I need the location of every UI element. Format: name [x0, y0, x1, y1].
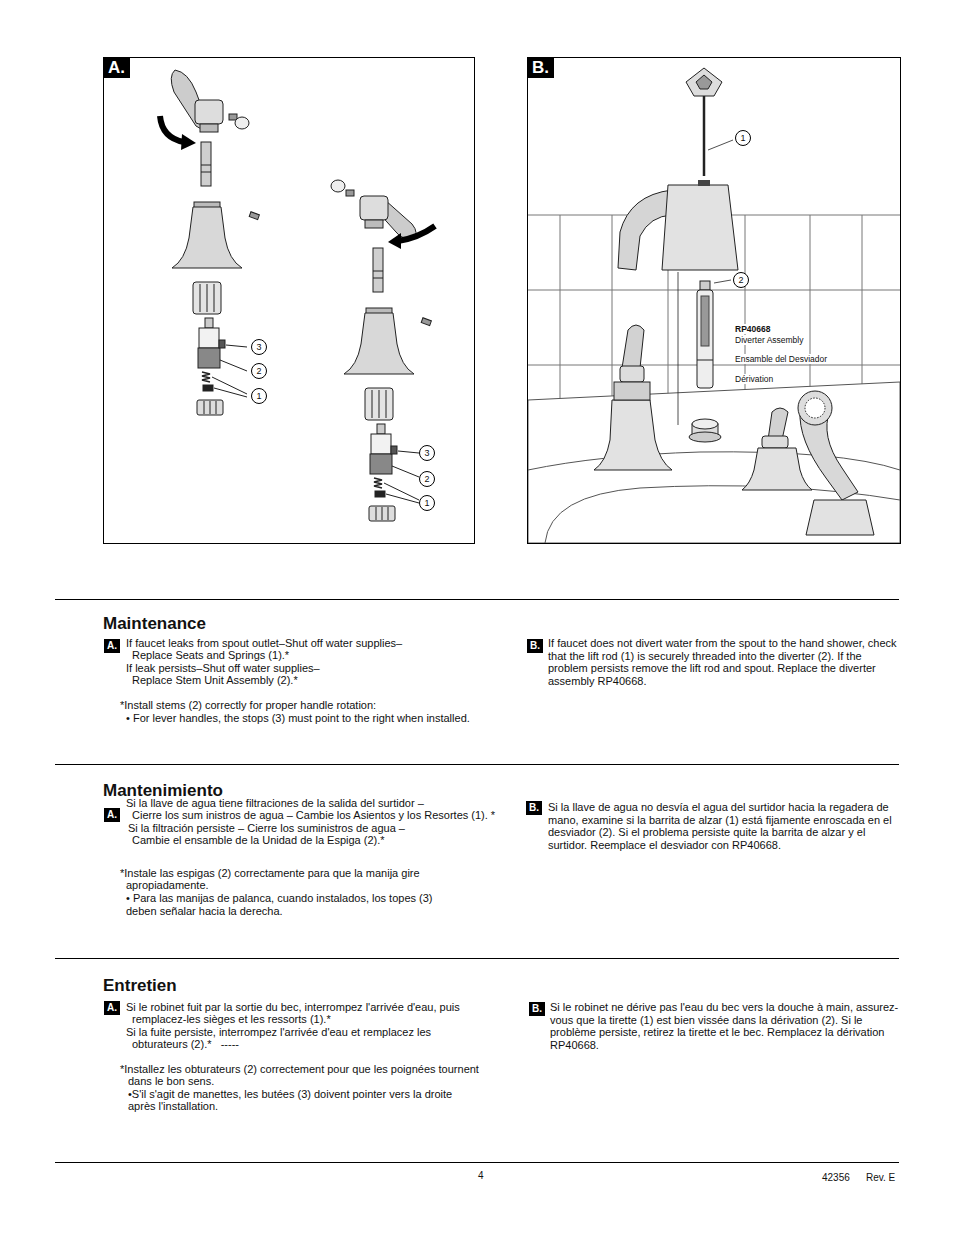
instruction-text: Cambie el ensamble de la Unidad de la Es…	[132, 834, 385, 847]
instruction-text: Si la llave de agua tiene filtraciones d…	[126, 797, 424, 810]
instruction-text: deben señalar hacia la derecha.	[126, 905, 283, 918]
callout-circle: 3	[251, 339, 267, 355]
callout-number: 1	[420, 496, 434, 510]
callout-circle: 2	[419, 471, 435, 487]
instruction-text: *Install stems (2) correctly for proper …	[120, 699, 376, 712]
badge-letter: A.	[104, 639, 120, 653]
callout-number: 2	[252, 364, 266, 378]
badge-letter: A.	[104, 1001, 120, 1015]
callout-number: 2	[420, 472, 434, 486]
instruction-text: •S'il s'agit de manettes, les butées (3)…	[128, 1088, 452, 1101]
instruction-text: • Para las manijas de palanca, cuando in…	[126, 892, 433, 905]
callout-circle: 1	[735, 130, 751, 146]
section-badge: A.	[104, 808, 120, 822]
section-badge: B.	[527, 639, 543, 653]
footer-text: 42356	[822, 1172, 850, 1184]
instruction-text: remplacez-les sièges et les ressorts (1)…	[132, 1013, 331, 1026]
callout-number: 1	[252, 389, 266, 403]
instruction-text: dans le bon sens.	[128, 1075, 214, 1088]
instruction-text: *Instale las espigas (2) correctamente p…	[120, 867, 420, 880]
instruction-text: Replace Stem Unit Assembly (2).*	[132, 674, 298, 687]
callout-number: 1	[736, 131, 750, 145]
instruction-text: Si le robinet fuit par la sortie du bec,…	[126, 1001, 460, 1014]
section-badge: B.	[529, 1002, 545, 1016]
badge-letter: A.	[104, 808, 120, 822]
instruction-text: Si la fuite persiste, interrompez l'arri…	[126, 1026, 431, 1039]
part-number: RP40668	[734, 324, 771, 334]
callout-circle: 2	[251, 363, 267, 379]
callout-number: 2	[734, 273, 748, 287]
instruction-text: après l'installation.	[128, 1100, 218, 1113]
section-heading: Maintenance	[103, 614, 206, 634]
figure-panel: B. 1 2	[527, 57, 901, 544]
callout-circle: 1	[251, 388, 267, 404]
instruction-paragraph: If faucet does not divert water from the…	[548, 637, 904, 687]
section-badge: B.	[526, 801, 542, 815]
part-name: Ensamble del Desviador	[734, 354, 828, 364]
panel-letter: A.	[104, 58, 130, 78]
instruction-text: • For lever handles, the stops (3) must …	[126, 712, 470, 725]
footer-text: Rev. E	[866, 1172, 895, 1184]
section-badge: A.	[104, 639, 120, 653]
part-name: Dérivation	[734, 374, 774, 384]
callout-circle: 2	[733, 272, 749, 288]
part-name: Diverter Assembly	[734, 335, 805, 345]
badge-letter: B.	[526, 801, 542, 815]
callout-circle: 3	[419, 445, 435, 461]
badge-letter: B.	[527, 639, 543, 653]
instruction-text: obturateurs (2).* -----	[132, 1038, 239, 1051]
callout-circle: 1	[419, 495, 435, 511]
instruction-text: Cierre los sum inistros de agua – Cambie…	[132, 809, 495, 822]
badge-letter: B.	[529, 1002, 545, 1016]
panel-letter: B.	[528, 58, 554, 78]
instruction-text: If faucet leaks from spout outlet–Shut o…	[126, 637, 402, 650]
instruction-text: *Installez les obturateurs (2) correctem…	[120, 1063, 479, 1076]
instruction-text: apropiadamente.	[126, 879, 209, 892]
instruction-text: Si la filtración persiste – Cierre los s…	[128, 822, 405, 835]
section-heading: Entretien	[103, 976, 177, 996]
instruction-paragraph: Si la llave de agua no desvía el agua de…	[548, 801, 904, 851]
footer-text: 4	[478, 1170, 484, 1182]
figure-panel: A. 3 2 1 3 2 1	[103, 57, 475, 544]
section-badge: A.	[104, 1001, 120, 1015]
instruction-text: If leak persists–Shut off water supplies…	[126, 662, 320, 675]
callout-number: 3	[252, 340, 266, 354]
instruction-paragraph: Si le robinet ne dérive pas l'eau du bec…	[550, 1001, 906, 1051]
callout-number: 3	[420, 446, 434, 460]
instruction-text: Replace Seats and Springs (1).*	[132, 649, 289, 662]
